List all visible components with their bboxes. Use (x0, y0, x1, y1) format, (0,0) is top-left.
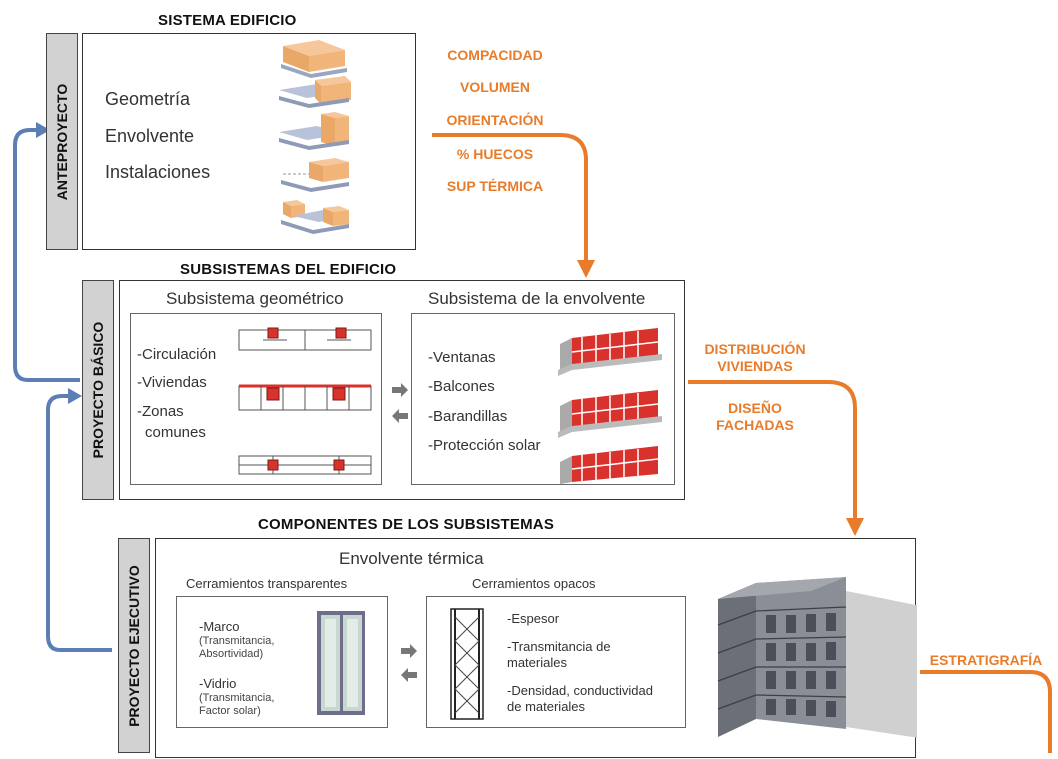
orange-arrow-3 (920, 670, 1052, 753)
opaco-item-transmitancia: -Transmitancia de (507, 639, 611, 654)
opaco-item-espesor: -Espesor (507, 611, 560, 626)
transparentes-subbox: -Marco (Transmitancia, Absortividad) -Vi… (176, 596, 388, 728)
flow-label-fachadas: FACHADAS (716, 417, 794, 433)
flow-label-orientacion: ORIENTACIÓN (446, 112, 544, 128)
tab-proyecto-basico-label: PROYECTO BÁSICO (90, 321, 106, 459)
tab-proyecto-ejecutivo-label: PROYECTO EJECUTIVO (126, 564, 142, 727)
building-blocks-illustration (279, 40, 351, 234)
envolvente-termica-title: Envolvente térmica (339, 549, 484, 568)
orange-arrow-2 (688, 380, 857, 520)
blue-arrowhead-1 (36, 122, 50, 138)
exchange-arrows-basico (392, 383, 408, 423)
env-subbox: -Ventanas -Balcones -Barandillas -Protec… (411, 313, 675, 485)
env-item-ventanas: -Ventanas (428, 349, 496, 366)
sistema-edificio-box: Geometría Envolvente Instalaciones (82, 33, 416, 250)
geom-item-viviendas: -Viviendas (137, 374, 207, 391)
orange-arrowhead-2 (846, 518, 864, 536)
geom-item-comunes: comunes (145, 424, 206, 441)
block-group-3 (279, 112, 349, 150)
section-title-subsistemas: SUBSISTEMAS DEL EDIFICIO (180, 261, 397, 278)
opaco-item-transmitancia-2: materiales (507, 655, 567, 670)
item-instalaciones: Instalaciones (105, 162, 211, 182)
env-title: Subsistema de la envolvente (428, 289, 646, 308)
block-group-5 (281, 200, 349, 234)
block-group-1 (281, 40, 347, 78)
blue-arrow-2 (46, 394, 112, 652)
blue-arrowhead-2 (68, 388, 82, 404)
flow-label-diseno: DISEÑO (728, 400, 782, 416)
subsistemas-box: Subsistema geométrico -Circulación -Vivi… (119, 280, 685, 500)
tab-proyecto-ejecutivo: PROYECTO EJECUTIVO (118, 538, 150, 753)
geom-subbox: -Circulación -Viviendas -Zonas comunes (130, 313, 382, 485)
item-envolvente: Envolvente (105, 126, 195, 146)
tab-anteproyecto: ANTEPROYECTO (46, 33, 78, 250)
geom-item-zonas: -Zonas (137, 403, 184, 420)
env-item-proteccion-solar: -Protección solar (428, 437, 541, 454)
flow-label-sup-termica: SUP TÉRMICA (446, 178, 544, 194)
item-geometria: Geometría (105, 89, 191, 109)
building-3d-illustration (717, 577, 917, 738)
section-title-componentes: COMPONENTES DE LOS SUBSISTEMAS (258, 516, 555, 533)
flow-label-distribucion: DISTRIBUCIÓN (704, 341, 806, 357)
wall-section-illustration (450, 608, 484, 720)
env-item-balcones: -Balcones (428, 378, 495, 395)
geom-item-circulacion: -Circulación (137, 346, 217, 363)
opacos-title: Cerramientos opacos (472, 576, 596, 591)
facade-illustrations (558, 328, 662, 484)
floor-plan-3 (238, 455, 372, 475)
transp-item-marco-detail-2: Absortividad) (199, 648, 264, 660)
orange-arrow-1 (432, 133, 588, 262)
facade-ventanas (558, 328, 662, 376)
opaco-item-densidad: -Densidad, conductividad (507, 683, 653, 698)
opaco-item-densidad-2: de materiales (507, 699, 586, 714)
flow-label-huecos: % HUECOS (456, 146, 534, 162)
flow-label-volumen: VOLUMEN (460, 79, 530, 95)
section-title-sistema-edificio: SISTEMA EDIFICIO (158, 12, 297, 29)
tab-proyecto-basico: PROYECTO BÁSICO (82, 280, 114, 500)
transp-item-vidrio-detail-2: Factor solar) (199, 705, 261, 717)
transp-item-marco: -Marco (199, 619, 240, 634)
componentes-box: Envolvente térmica Cerramientos transpar… (155, 538, 917, 758)
geom-title: Subsistema geométrico (166, 289, 344, 308)
facade-balcones (558, 390, 662, 438)
flow-label-viviendas: VIVIENDAS (717, 358, 793, 374)
floor-plans-illustration (238, 327, 372, 475)
floor-plan-2 (238, 384, 372, 411)
tab-anteproyecto-label: ANTEPROYECTO (54, 83, 70, 200)
flow-label-compacidad: COMPACIDAD (447, 47, 543, 63)
transp-item-marco-detail-1: (Transmitancia, (199, 635, 275, 647)
flow-label-estratigrafia: ESTRATIGRAFÍA (929, 652, 1043, 668)
facade-proteccion-solar (560, 446, 659, 484)
env-item-barandillas: -Barandillas (428, 408, 508, 425)
transp-item-vidrio: -Vidrio (199, 676, 237, 691)
block-group-2 (279, 76, 351, 108)
blue-arrow-1 (13, 128, 80, 382)
orange-arrowhead-1 (577, 260, 595, 278)
transparentes-title: Cerramientos transparentes (186, 576, 348, 591)
floor-plan-1 (238, 327, 372, 351)
opacos-subbox: -Espesor -Transmitancia de materiales -D… (426, 596, 686, 728)
exchange-arrows-ejecutivo (401, 644, 417, 682)
block-group-4 (281, 158, 349, 192)
window-frame-illustration (317, 611, 365, 715)
transp-item-vidrio-detail-1: (Transmitancia, (199, 692, 275, 704)
